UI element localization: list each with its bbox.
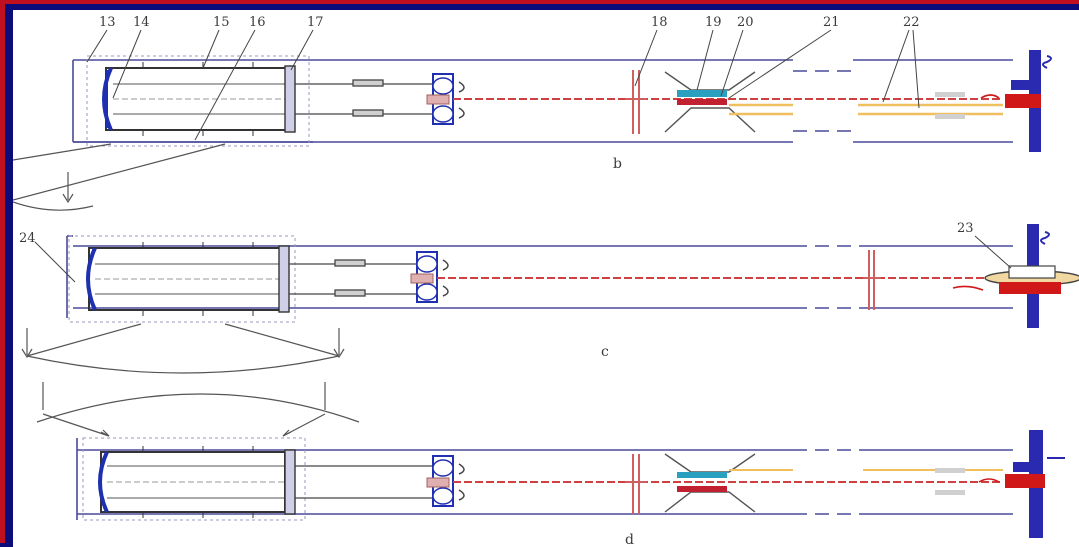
panel-c-caption: c	[601, 344, 609, 360]
panel-b-plate	[935, 92, 965, 97]
panel-b-mirror-block	[102, 62, 296, 136]
panel-d-support	[625, 454, 647, 514]
panel-b-mount-box	[86, 55, 310, 147]
panel-b-optical-lines	[729, 103, 1003, 116]
part-number: 14	[133, 15, 150, 30]
panel-d-plate	[935, 468, 965, 473]
panel-d-mount-box	[82, 437, 306, 521]
panel-c-gap	[793, 245, 863, 309]
part-number: 22	[903, 15, 920, 30]
part-number: 19	[705, 15, 722, 30]
part-number: 20	[737, 15, 754, 30]
part-number: 15	[213, 15, 230, 30]
panel-c-fan	[410, 251, 449, 303]
panel-b-axle	[980, 50, 1052, 152]
panel-d-axle	[978, 430, 1065, 538]
panel-c-tube-outline	[66, 235, 1013, 318]
panel-d-caption: d	[625, 532, 634, 547]
panel-b-tube-outline	[72, 59, 1013, 143]
panel-d-tube-outline	[76, 438, 1013, 520]
panel-b-tilt-arrows	[13, 143, 226, 211]
part-number: 16	[249, 15, 266, 30]
panel-c: 24 23 c	[19, 221, 1079, 374]
part-number: 17	[307, 15, 324, 30]
part-number: 18	[651, 15, 668, 30]
part-number: 21	[823, 15, 840, 30]
panel-d-mirror-block	[98, 446, 296, 518]
part-number: 23	[957, 221, 974, 236]
panel-b-filter	[664, 71, 756, 133]
panel-b-plate-2	[935, 114, 965, 119]
figure-canvas: 13 14 15 16 17 18 19 20 21 22 b	[13, 10, 1079, 547]
panel-b-part-numbers: 13 14 15 16 17 18 19 20 21 22	[99, 15, 920, 30]
panel-d-plate-2	[935, 490, 965, 495]
panel-b-gap	[793, 70, 858, 132]
panel-c-axle	[952, 224, 1079, 328]
panel-d: d	[36, 382, 1065, 547]
panel-b-leaders	[86, 29, 920, 141]
panel-b-caption: b	[613, 156, 622, 172]
panel-c-tilt-arrows	[21, 323, 345, 374]
panel-c-rods	[289, 259, 417, 297]
panel-d-rods	[295, 465, 433, 499]
panel-d-tilt-arrows	[36, 382, 360, 437]
panel-d-gap	[793, 449, 863, 515]
part-number: 24	[19, 231, 36, 246]
part-number: 13	[99, 15, 116, 30]
panel-c-mirror-block	[86, 242, 290, 316]
panel-b: 13 14 15 16 17 18 19 20 21 22 b	[13, 15, 1052, 211]
panel-c-support	[863, 250, 881, 310]
panel-b-support	[625, 70, 647, 134]
panel-b-rods	[295, 79, 433, 117]
panel-d-filter	[664, 453, 756, 513]
telescope-diagram: 13 14 15 16 17 18 19 20 21 22 b	[13, 15, 1079, 547]
panel-c-leaders	[34, 235, 1012, 283]
